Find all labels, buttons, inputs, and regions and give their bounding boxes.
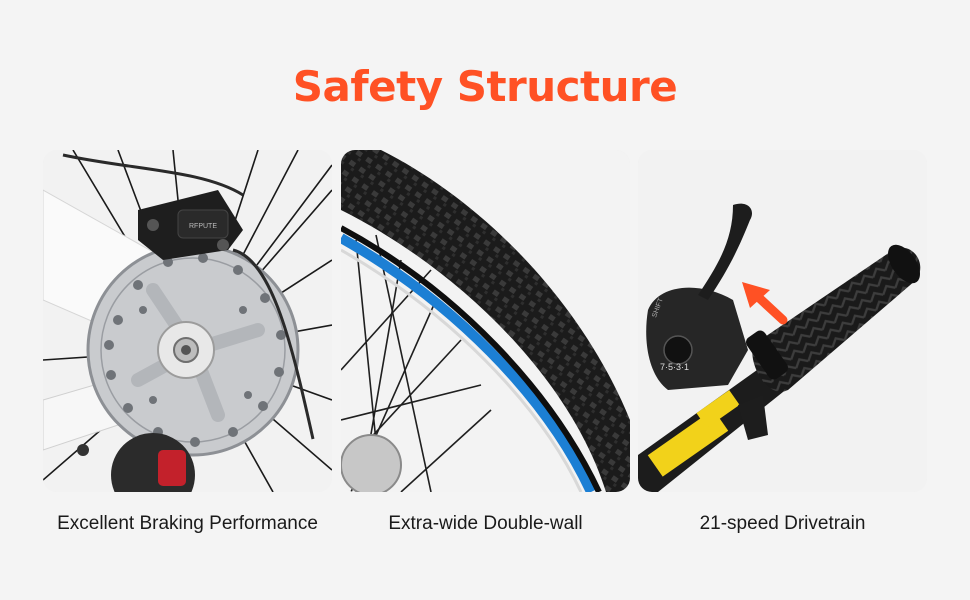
disc-brake-illustration: RFPUTE (43, 150, 332, 492)
shifter-illustration: 7·5·3·1 SHIFT (638, 150, 927, 492)
svg-text:RFPUTE: RFPUTE (189, 223, 217, 230)
tire-rim-photo (341, 150, 630, 492)
disc-brake-photo: RFPUTE (43, 150, 332, 492)
feature-caption-double-wall: Extra-wide Double-wall (388, 513, 583, 534)
svg-text:7·5·3·1: 7·5·3·1 (660, 362, 689, 372)
page-title: Safety Structure (292, 62, 678, 111)
shifter-grip-photo: 7·5·3·1 SHIFT (638, 150, 927, 492)
feature-caption-braking: Excellent Braking Performance (57, 513, 318, 534)
feature-caption-drivetrain: 21-speed Drivetrain (699, 513, 866, 534)
tire-illustration (341, 150, 630, 492)
